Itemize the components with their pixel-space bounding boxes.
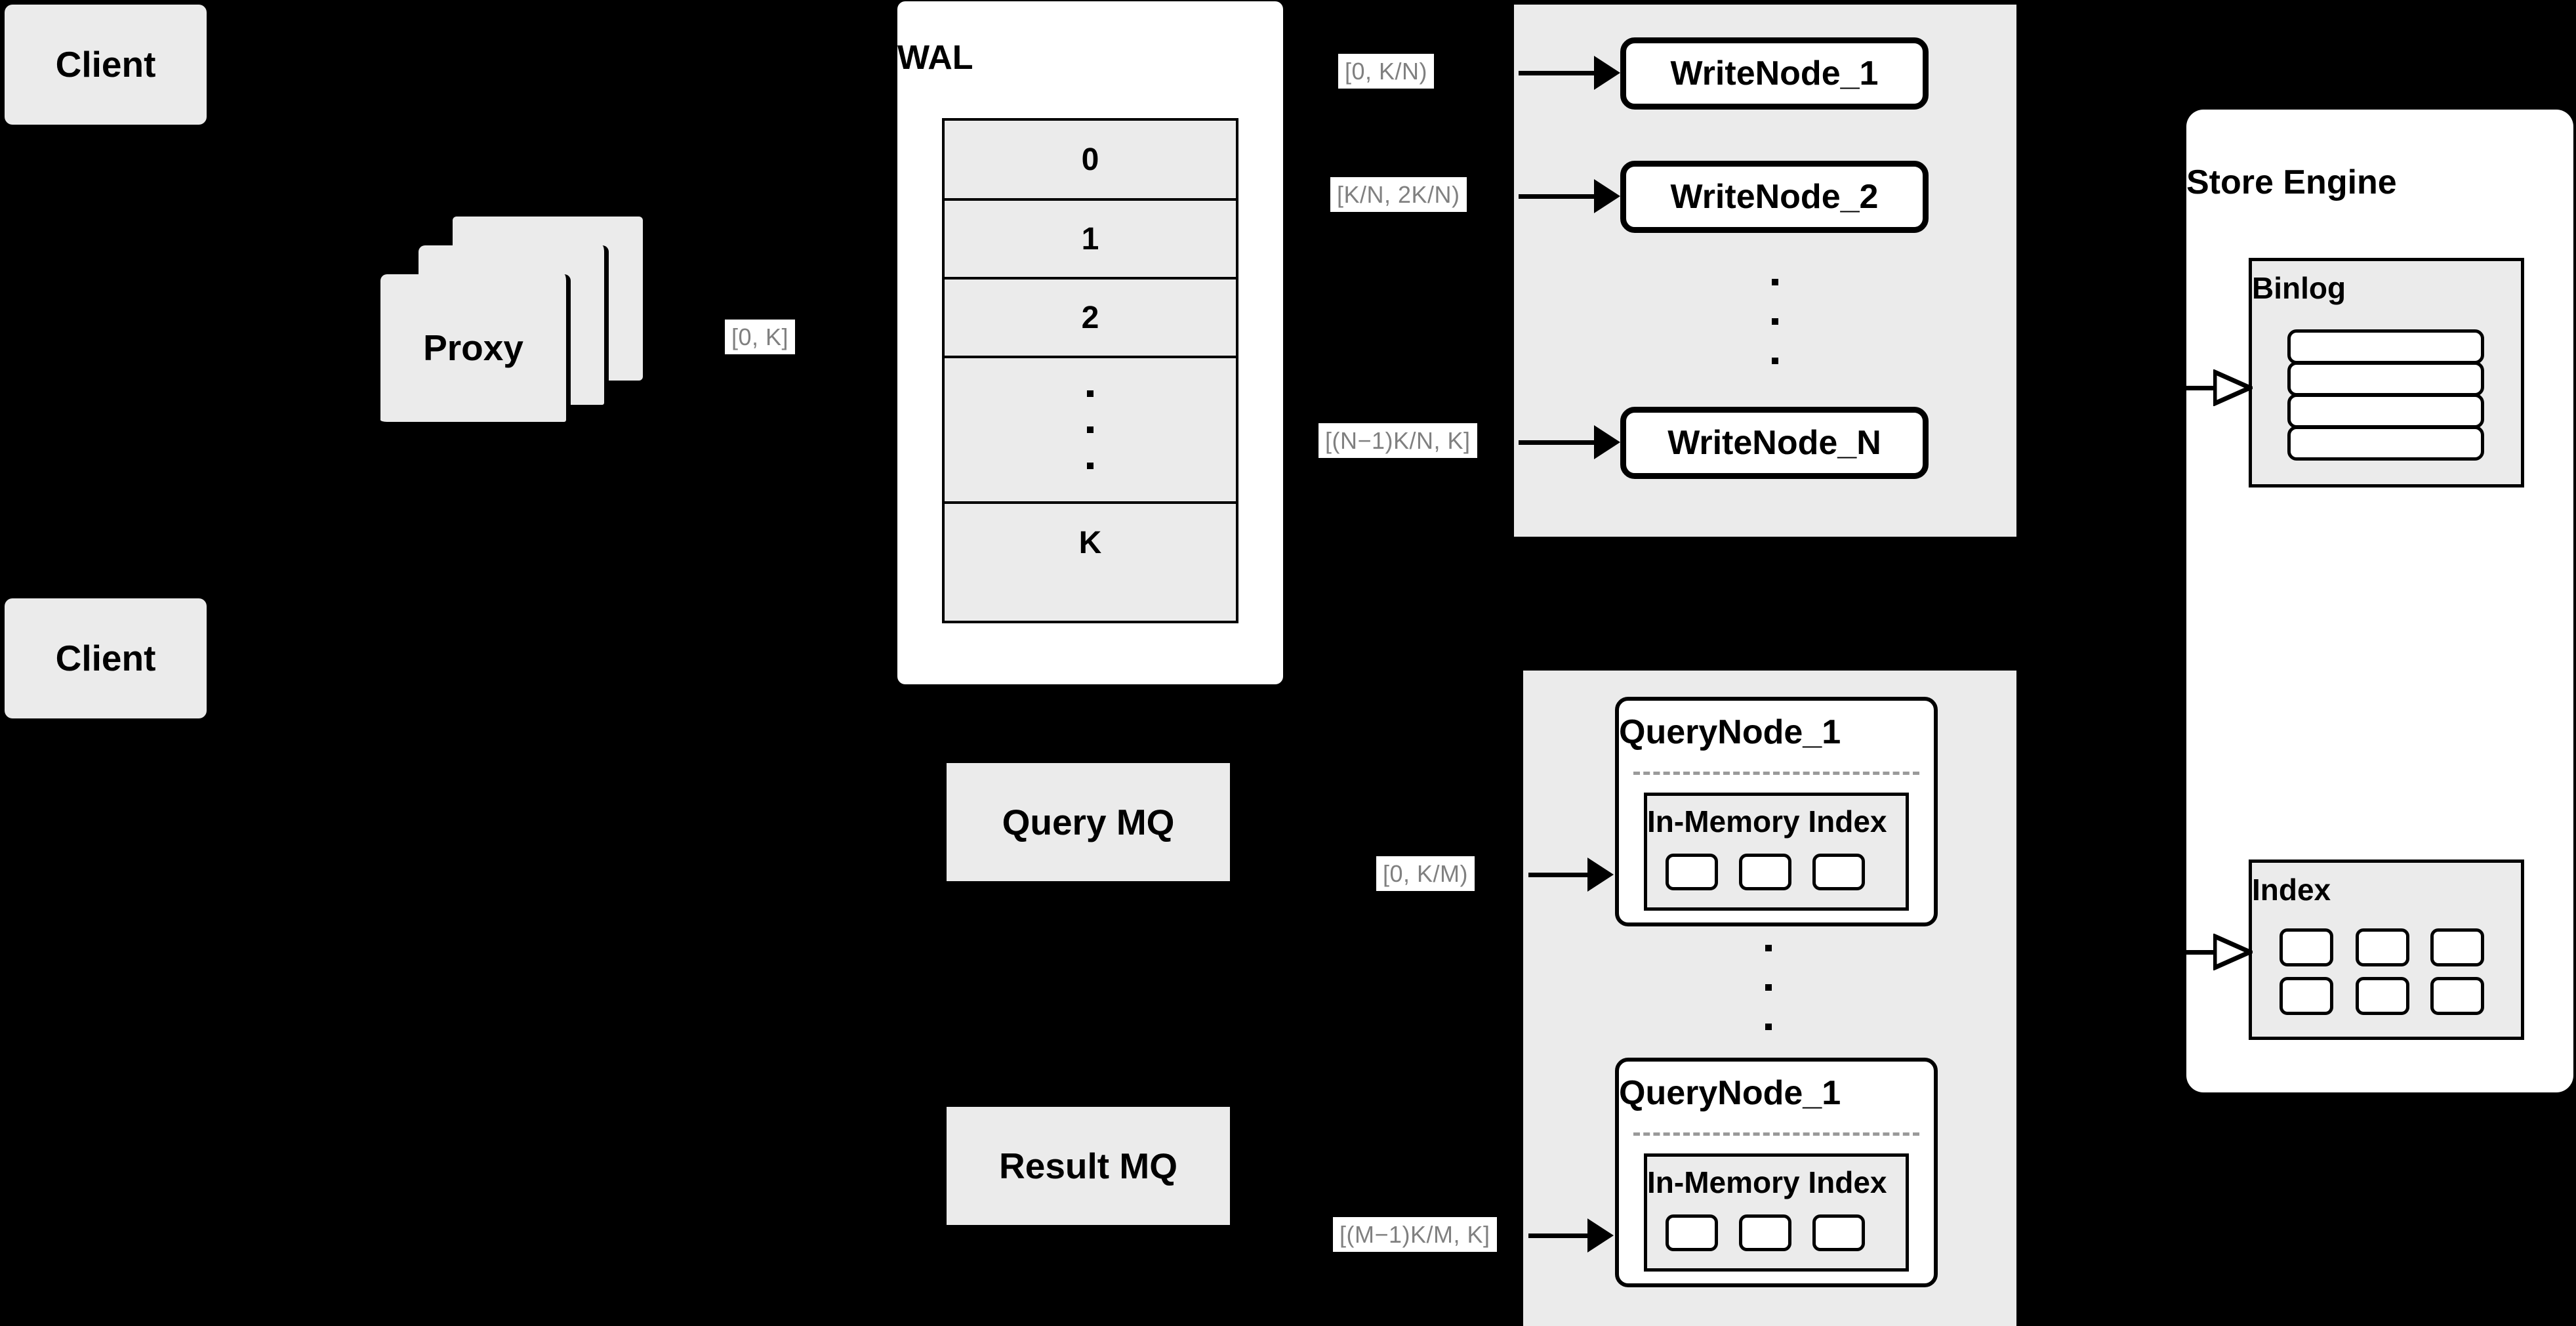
edge-label-write-node-1-text: [0, K/N) — [1338, 54, 1435, 89]
query-node-1-in-memory-index: In-Memory Index — [1644, 793, 1909, 911]
edge-label-write-node-2-text: [K/N, 2K/N) — [1330, 177, 1467, 213]
proxy-card-front[interactable]: Proxy — [380, 274, 571, 426]
arrow-to-write-node-n — [1519, 440, 1596, 445]
query-node-m-label: QueryNode_1 — [1619, 1074, 1841, 1112]
index-cell-3[interactable] — [2430, 928, 2484, 966]
wal-row-0-label: 0 — [1081, 142, 1099, 177]
index-cell-5[interactable] — [2356, 977, 2409, 1015]
edge-label-query-node-m: [(M−1)K/M, K] — [1333, 1217, 1497, 1253]
wal-table: 0 1 2 K — [942, 118, 1238, 623]
edge-label-query-node-m-text: [(M−1)K/M, K] — [1333, 1217, 1497, 1253]
edge-label-query-node-1: [0, K/M) — [1376, 856, 1475, 892]
client-box-1[interactable]: Client — [5, 5, 207, 125]
index-cell-2[interactable] — [2356, 928, 2409, 966]
proxy-label: Proxy — [423, 327, 523, 368]
wal-vertical-dots-icon — [1087, 390, 1094, 469]
wal-row-1[interactable]: 1 — [945, 201, 1236, 280]
result-mq-label: Result MQ — [999, 1145, 1177, 1186]
arrow-to-query-node-1 — [1528, 873, 1598, 877]
binlog-box: Binlog — [2249, 258, 2524, 487]
client-box-2[interactable]: Client — [5, 598, 207, 718]
write-node-n-label: WriteNode_N — [1667, 424, 1881, 462]
wal-title-text: WAL — [897, 39, 973, 77]
query-node-vertical-dots-icon — [1765, 945, 1772, 1030]
query-node-1-segment-1[interactable] — [1666, 854, 1718, 890]
write-node-n[interactable]: WriteNode_N — [1620, 407, 1929, 479]
query-node-m-title: QueryNode_1 — [1619, 1076, 1934, 1114]
binlog-title-text: Binlog — [2252, 271, 2346, 305]
index-cell-1[interactable] — [2280, 928, 2333, 966]
wal-row-ellipsis — [945, 358, 1236, 504]
query-node-1-segment-3[interactable] — [1812, 854, 1865, 890]
query-node-m-index-title-text: In-Memory Index — [1647, 1165, 1887, 1199]
result-mq-box[interactable]: Result MQ — [947, 1107, 1230, 1225]
edge-label-write-node-n: [(N−1)K/N, K] — [1319, 423, 1477, 459]
query-node-m-index-title: In-Memory Index — [1647, 1167, 1906, 1199]
edge-label-proxy-to-wal-text: [0, K] — [725, 320, 796, 355]
query-mq-label: Query MQ — [1002, 801, 1175, 842]
store-engine-title: Store Engine — [2186, 165, 2573, 205]
binlog-entry-1[interactable] — [2287, 329, 2484, 364]
edge-label-query-node-1-text: [0, K/M) — [1376, 856, 1475, 892]
index-title: Index — [2252, 875, 2521, 911]
arrow-to-query-node-m — [1528, 1233, 1598, 1238]
write-node-1-label: WriteNode_1 — [1670, 54, 1879, 93]
query-node-1-index-title: In-Memory Index — [1647, 806, 1906, 838]
store-engine-title-text: Store Engine — [2186, 163, 2397, 201]
wal-row-0[interactable]: 0 — [945, 121, 1236, 201]
query-node-1-segment-2[interactable] — [1739, 854, 1791, 890]
binlog-entry-2[interactable] — [2287, 362, 2484, 396]
client-label-2: Client — [55, 638, 156, 678]
write-node-1[interactable]: WriteNode_1 — [1620, 37, 1929, 110]
index-cell-4[interactable] — [2280, 977, 2333, 1015]
arrow-to-index — [2186, 950, 2218, 955]
query-node-m[interactable]: QueryNode_1 In-Memory Index — [1615, 1058, 1938, 1287]
wal-title: WAL — [897, 41, 1283, 80]
arrow-head-binlog-icon — [2213, 369, 2253, 406]
proxy-stack[interactable]: Proxy — [380, 217, 669, 440]
query-node-m-segment-2[interactable] — [1739, 1214, 1791, 1251]
index-title-text: Index — [2252, 873, 2331, 907]
binlog-entry-3[interactable] — [2287, 394, 2484, 428]
edge-label-write-node-1: [0, K/N) — [1338, 54, 1435, 89]
write-node-2-label: WriteNode_2 — [1670, 178, 1879, 216]
query-node-1[interactable]: QueryNode_1 In-Memory Index — [1615, 697, 1938, 926]
query-node-1-label: QueryNode_1 — [1619, 713, 1841, 751]
query-mq-box[interactable]: Query MQ — [947, 763, 1230, 881]
wal-row-2-label: 2 — [1081, 300, 1099, 335]
arrow-head-write-node-n-icon — [1594, 425, 1620, 459]
write-node-vertical-dots-icon — [1771, 279, 1779, 364]
wal-row-k-label: K — [1078, 525, 1102, 560]
arrow-to-write-node-2 — [1519, 194, 1596, 199]
query-node-m-in-memory-index: In-Memory Index — [1644, 1153, 1909, 1272]
write-node-2[interactable]: WriteNode_2 — [1620, 161, 1929, 233]
arrow-head-write-node-2-icon — [1594, 179, 1620, 213]
arrow-to-write-node-1 — [1519, 71, 1596, 75]
arrow-head-index-icon — [2213, 934, 2253, 970]
index-box: Index — [2249, 860, 2524, 1040]
arrow-to-binlog — [2186, 386, 2218, 390]
edge-label-write-node-n-text: [(N−1)K/N, K] — [1319, 423, 1477, 459]
binlog-title: Binlog — [2252, 273, 2521, 309]
query-node-m-segment-3[interactable] — [1812, 1214, 1865, 1251]
edge-label-proxy-to-wal: [0, K] — [725, 320, 796, 355]
binlog-entry-4[interactable] — [2287, 426, 2484, 461]
query-node-m-segment-1[interactable] — [1666, 1214, 1718, 1251]
wal-row-2[interactable]: 2 — [945, 280, 1236, 358]
query-node-1-separator — [1633, 772, 1919, 775]
arrow-head-query-node-1-icon — [1587, 858, 1614, 892]
arrow-head-write-node-1-icon — [1594, 56, 1620, 90]
wal-row-1-label: 1 — [1081, 221, 1099, 257]
query-node-m-separator — [1633, 1132, 1919, 1136]
wal-row-k[interactable]: K — [945, 504, 1236, 581]
query-node-1-index-title-text: In-Memory Index — [1647, 804, 1887, 839]
index-cell-6[interactable] — [2430, 977, 2484, 1015]
client-label-1: Client — [55, 44, 156, 85]
query-node-1-title: QueryNode_1 — [1619, 715, 1934, 753]
arrow-head-query-node-m-icon — [1587, 1218, 1614, 1253]
edge-label-write-node-2: [K/N, 2K/N) — [1330, 177, 1467, 213]
